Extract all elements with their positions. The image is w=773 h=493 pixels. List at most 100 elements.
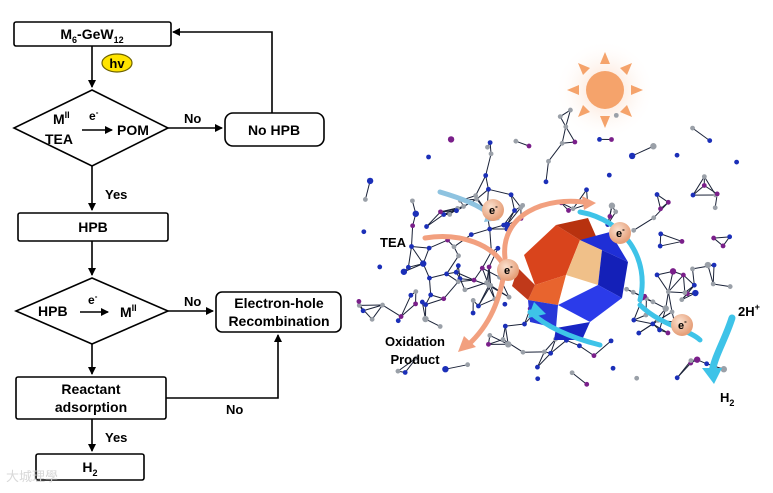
framework-bond	[550, 339, 567, 354]
framework-bond	[660, 240, 683, 247]
framework-atom	[428, 292, 434, 298]
framework-atom	[704, 361, 710, 367]
framework-atom	[501, 222, 507, 228]
framework-atom	[634, 375, 640, 381]
electron-1-label: e-	[489, 202, 498, 217]
watermark: 大城理學	[6, 469, 59, 484]
framework-atom	[427, 275, 432, 281]
framework-atom	[734, 159, 740, 165]
framework-bond	[505, 323, 525, 327]
framework-atom	[665, 199, 671, 205]
framework-bond	[545, 161, 549, 182]
framework-bond	[707, 264, 714, 285]
tea-label: TEA	[380, 235, 407, 250]
framework-atom	[609, 137, 614, 142]
label-no-3: No	[226, 402, 243, 417]
framework-atom	[455, 279, 461, 285]
framework-atom	[454, 208, 459, 214]
framework-atom	[682, 290, 688, 296]
framework-atom	[631, 317, 637, 323]
framework-bond	[477, 285, 490, 307]
label-yes-1: Yes	[105, 187, 127, 202]
framework-atom	[470, 310, 476, 316]
framework-bond	[579, 345, 595, 357]
framework-atom	[690, 125, 695, 131]
framework-atom	[650, 299, 656, 305]
framework-atom	[380, 302, 385, 308]
framework-bond	[713, 283, 731, 288]
framework-atom	[654, 192, 660, 197]
framework-bond	[692, 268, 695, 286]
adsorption-line2: adsorption	[55, 399, 127, 415]
framework-atom	[665, 289, 671, 295]
framework-atom	[522, 321, 527, 327]
framework-bond	[633, 319, 653, 325]
framework-atom	[606, 172, 612, 178]
framework-atom	[662, 305, 669, 312]
framework-atom	[362, 197, 368, 202]
framework-atom	[420, 260, 427, 267]
framework-atom	[412, 210, 419, 217]
framework-bond	[631, 145, 654, 157]
framework-bond	[571, 372, 588, 385]
framework-atom	[423, 302, 429, 308]
framework-bond	[656, 194, 662, 209]
flowchart-text: M6-GeW12 MII TEA e- POM No No HPB Yes HP…	[38, 26, 330, 478]
framework-bond	[703, 185, 718, 195]
framework-atom	[701, 174, 707, 180]
framework-bond	[478, 298, 495, 307]
framework-atom	[704, 261, 712, 269]
framework-atom	[395, 368, 401, 374]
framework-atom	[690, 192, 696, 198]
framework-atom	[584, 381, 590, 387]
framework-atom	[488, 151, 494, 157]
framework-atom	[591, 353, 597, 359]
framework-bond	[475, 175, 487, 196]
framework-atom	[657, 327, 662, 333]
framework-atom	[679, 239, 685, 244]
framework-atom	[409, 244, 414, 249]
framework-atom	[485, 144, 490, 150]
framework-bond	[371, 304, 383, 320]
framework-atom	[500, 337, 506, 342]
framework-bond	[443, 281, 459, 300]
framework-bond	[488, 248, 499, 268]
framework-atom	[451, 244, 457, 250]
framework-atom	[693, 356, 701, 363]
framework-atom	[455, 263, 461, 269]
framework-bond	[407, 246, 413, 268]
decision2-right: MII	[120, 303, 137, 320]
oxidation-line1: Oxidation	[385, 334, 445, 349]
framework-bond	[488, 188, 512, 196]
framework-atom	[650, 321, 656, 327]
framework-bond	[502, 339, 524, 353]
framework-atom	[608, 202, 616, 209]
framework-atom	[504, 341, 512, 348]
framework-atom	[674, 152, 680, 158]
framework-atom	[597, 136, 602, 142]
framework-atom	[526, 143, 532, 149]
framework-atom	[462, 287, 468, 293]
framework-atom	[535, 376, 541, 382]
framework-bond	[668, 291, 685, 294]
framework-atom	[557, 114, 563, 119]
framework-atom	[470, 298, 476, 303]
hpb-box	[17, 212, 169, 242]
h2-box	[35, 453, 145, 481]
framework-atom	[361, 229, 367, 235]
framework-bond	[425, 298, 444, 306]
arrow-no-hpb-loop	[172, 28, 273, 113]
framework-atom	[438, 209, 443, 215]
framework-atom	[569, 370, 575, 376]
framework-bond	[362, 304, 383, 312]
framework-atom	[669, 309, 675, 315]
framework-bond	[411, 246, 424, 264]
framework-atom	[471, 277, 477, 283]
framework-bond	[489, 224, 504, 230]
decision1-ion: MII	[53, 110, 70, 127]
framework-atom	[688, 358, 694, 364]
electron-2: e-	[609, 222, 631, 244]
framework-bond	[445, 364, 468, 370]
framework-atom	[479, 265, 485, 271]
no-hpb-label: No HPB	[248, 122, 300, 138]
